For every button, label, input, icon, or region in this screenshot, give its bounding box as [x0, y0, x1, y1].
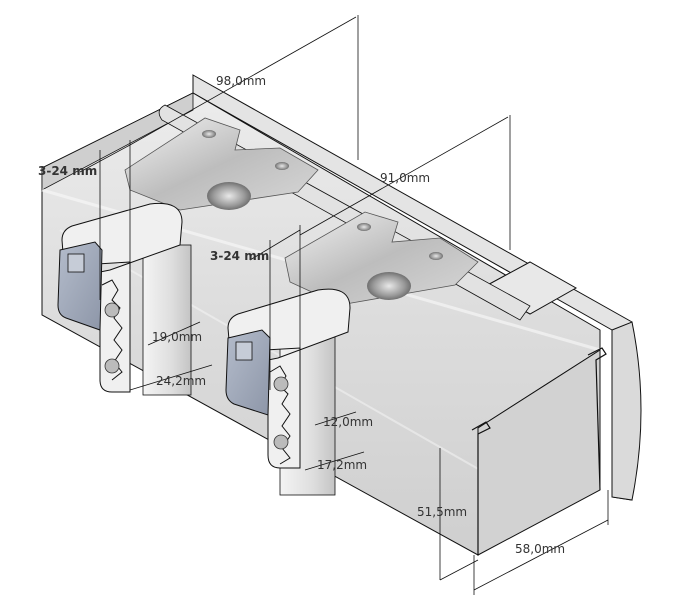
- dim-right-outer-width: 17,2mm: [317, 458, 368, 472]
- dim-rail-height: 51,5mm: [417, 505, 468, 519]
- left-bracket-plate: [124, 117, 319, 211]
- dim-rail-width: 58,0mm: [515, 542, 566, 556]
- dimension-lines: [79, 15, 609, 595]
- screw-hole: [202, 130, 216, 138]
- right-clip: [225, 288, 351, 496]
- dim-bracket-length: 91,0mm: [380, 171, 431, 185]
- dim-clamp-range-left: 3-24 mm: [38, 164, 98, 178]
- dim-clamp-range-right: 3-24 mm: [210, 249, 270, 263]
- dim-left-outer-width: 24,2mm: [156, 374, 207, 388]
- dim-left-inner-width: 19,0mm: [152, 330, 203, 344]
- screw-hole: [275, 162, 289, 170]
- right-bracket-plate: [284, 211, 479, 306]
- left-clip: [57, 202, 192, 396]
- dim-overall-length: 98,0mm: [216, 74, 267, 88]
- countersunk-hole: [367, 272, 411, 300]
- screw-hole: [357, 223, 371, 231]
- countersunk-hole: [207, 182, 251, 210]
- screw-hole: [429, 252, 443, 260]
- dim-right-inner-width: 12,0mm: [323, 415, 374, 429]
